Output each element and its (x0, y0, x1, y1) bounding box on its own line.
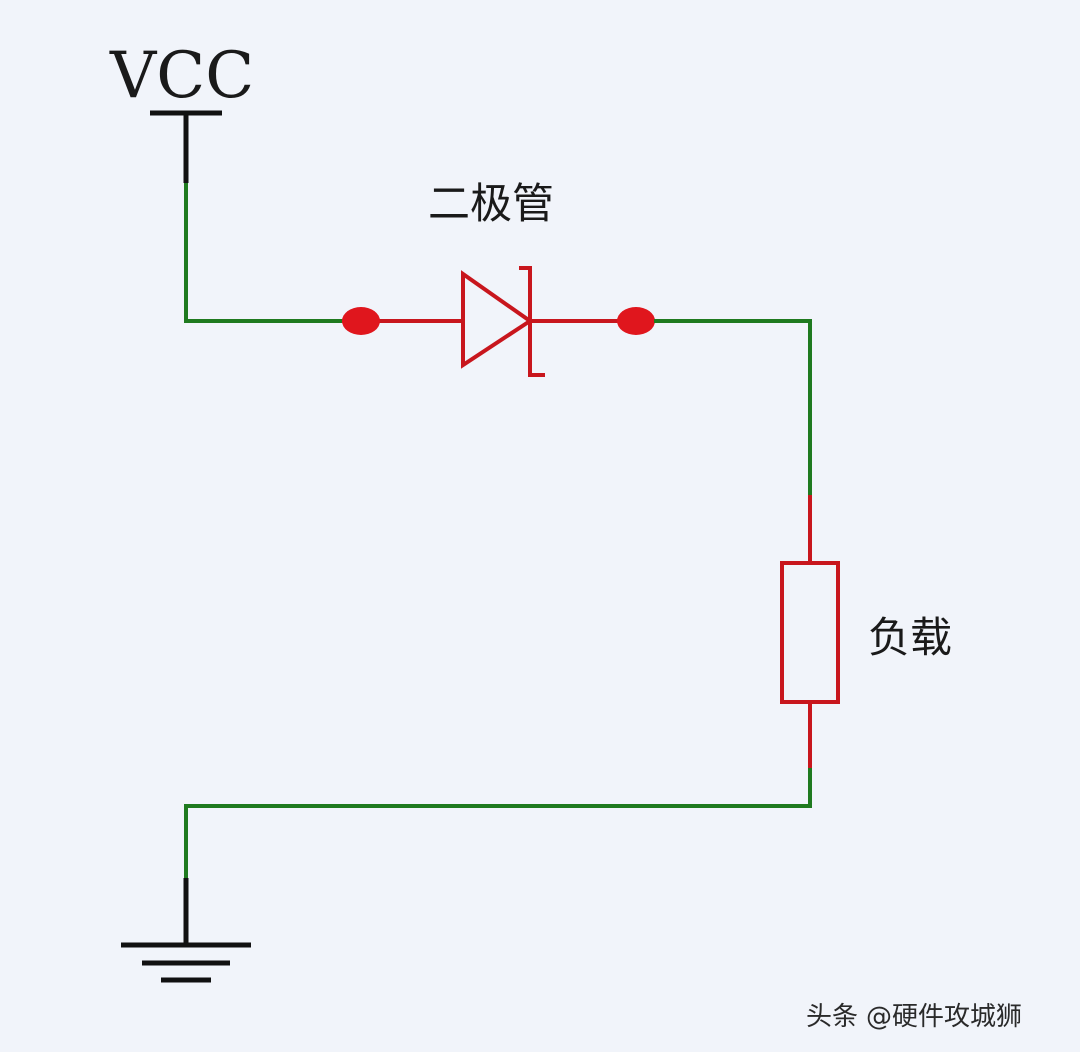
ground-symbol-icon (121, 878, 251, 983)
watermark-prefix: 头条 (806, 1002, 859, 1032)
zener-diode-icon (342, 266, 660, 377)
vcc-label: VCC (109, 39, 254, 113)
diode-label: 二极管 (428, 179, 554, 228)
wire-vcc-to-diode (184, 183, 342, 323)
wire-diode-to-load (654, 319, 812, 495)
watermark-handle: @硬件攻城狮 (866, 1002, 1023, 1032)
load-resistor-icon (780, 495, 840, 768)
load-label: 负载 (868, 613, 952, 662)
diode-anode-pin (342, 307, 380, 335)
watermark: 头条 @硬件攻城狮 (806, 996, 1022, 1033)
vcc-power-symbol-icon (150, 110, 222, 183)
wire-load-to-ground (184, 768, 812, 878)
diode-cathode-pin (617, 307, 655, 335)
